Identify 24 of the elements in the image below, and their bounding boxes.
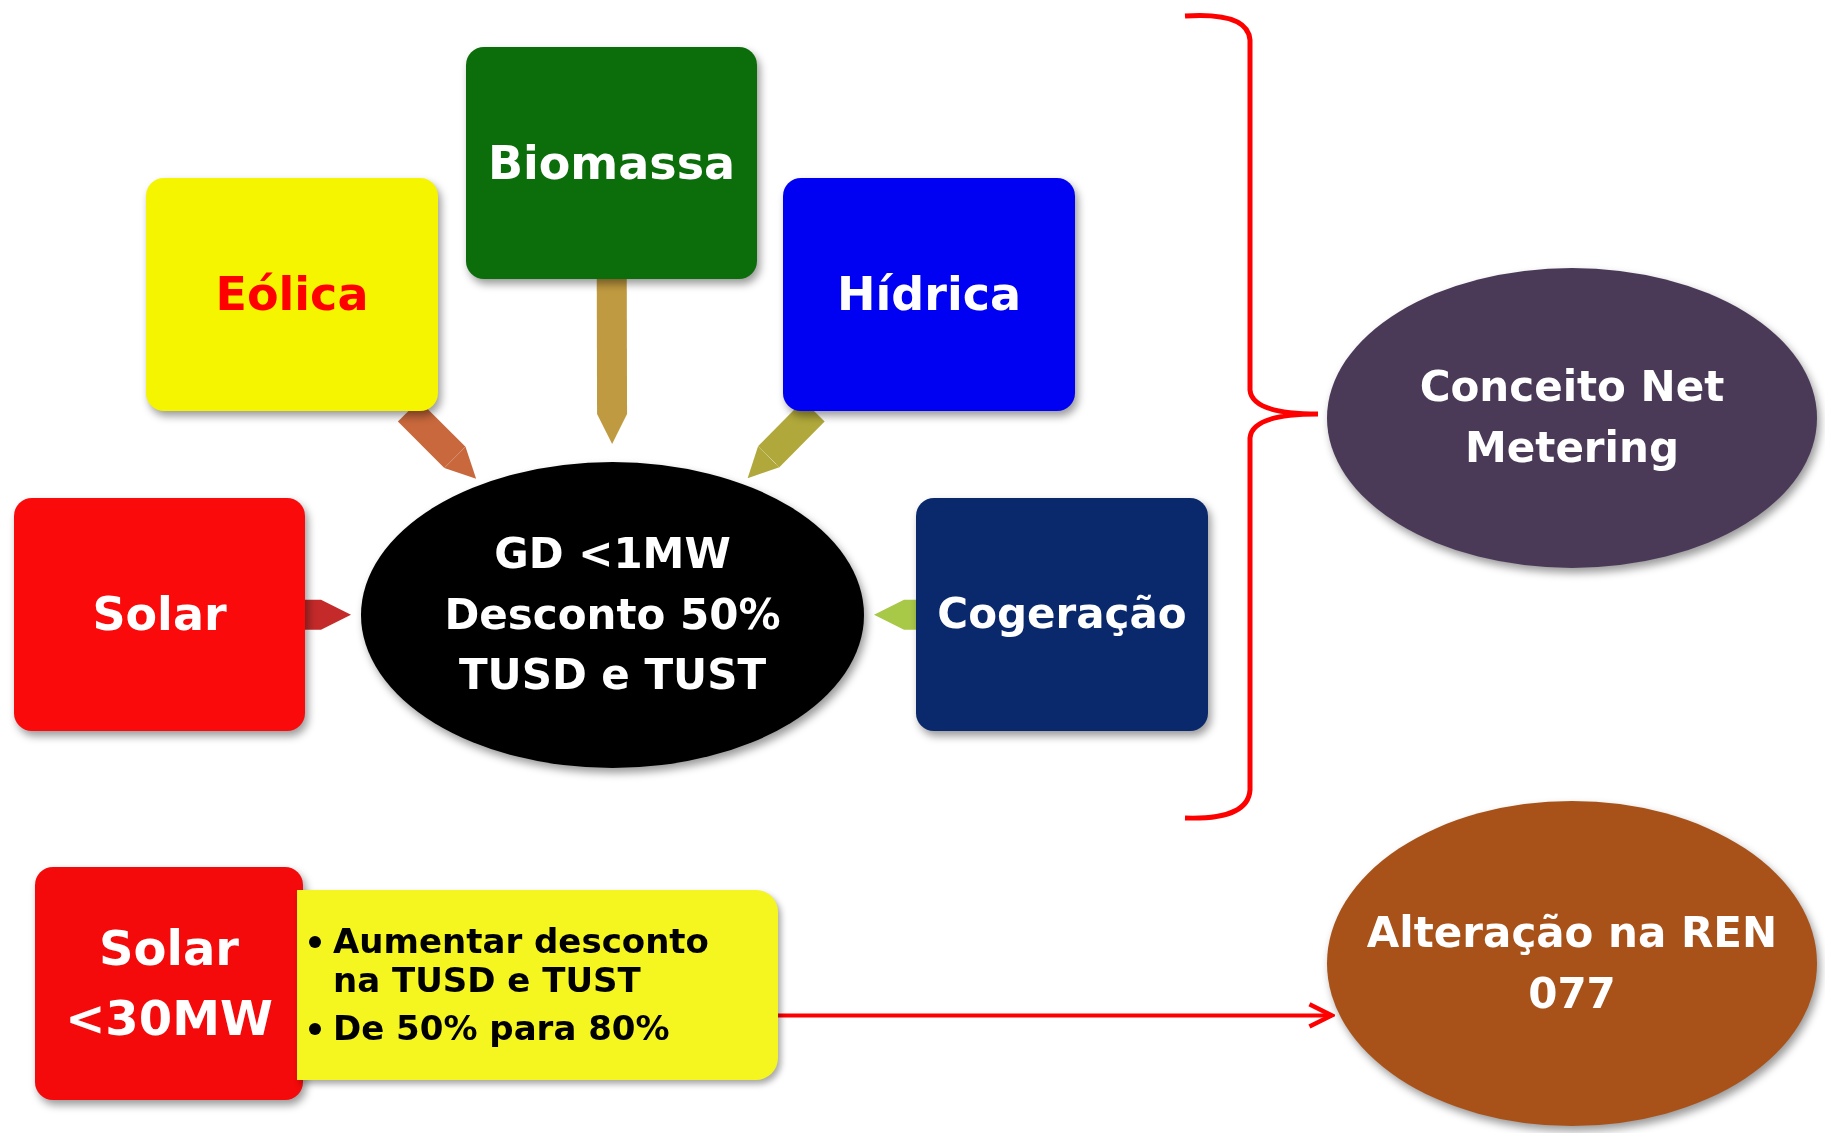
process-box [466, 47, 757, 279]
node-label: Cogeração [937, 588, 1187, 641]
arrow [778, 1001, 1335, 1029]
node-label: Solar [92, 586, 227, 644]
note-box [297, 890, 778, 1080]
process-box [916, 498, 1208, 731]
bullet-text: De 50% para 80% [333, 1008, 670, 1048]
arrow [874, 599, 917, 630]
bullet-text: Aumentar desconto na TUSD e TUST [333, 922, 710, 1001]
arrow [305, 599, 351, 630]
node-label: Eólica [215, 266, 369, 324]
node-label: Solar <30MW [64, 918, 274, 1048]
process-box [783, 178, 1075, 411]
process-box [35, 867, 303, 1100]
node-label: GD <1MW [494, 527, 731, 580]
node-label: Alteração na REN 077 [1365, 906, 1779, 1020]
node-label: Desconto 50% [444, 588, 781, 641]
arrow [596, 279, 628, 444]
node-label: Biomassa [487, 134, 736, 192]
node-label: Conceito Net Metering [1418, 361, 1726, 474]
node-label: Hídrica [837, 266, 1021, 324]
node-label: TUSD e TUST [458, 649, 767, 702]
process-box [14, 498, 305, 731]
process-box [146, 178, 438, 411]
